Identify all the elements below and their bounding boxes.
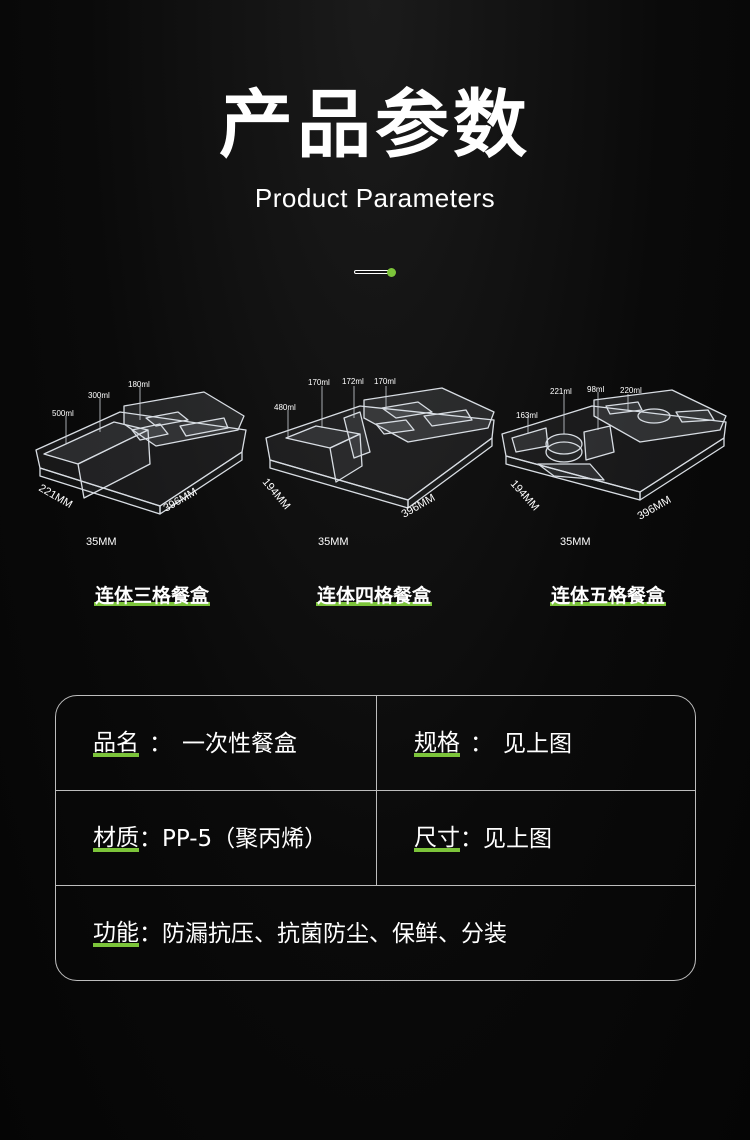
spec-specification: 规格 ： 见上图: [414, 696, 572, 791]
product-name-label: 连体四格餐盒: [315, 585, 432, 607]
product-image-five-compartment: 163ml 221ml 98ml 220ml 194MM 396MM 35MM: [494, 372, 734, 552]
capacity-label: 172ml: [342, 377, 364, 386]
capacity-label: 480ml: [274, 403, 296, 412]
capacity-label: 163ml: [516, 411, 538, 420]
section-divider: [354, 268, 396, 277]
five-compartment-box-illustration: 163ml 221ml 98ml 220ml 194MM 396MM 35MM: [501, 385, 727, 548]
spec-separator: ：: [139, 920, 162, 947]
capacity-label: 300ml: [88, 391, 110, 400]
dimension-width: 221MM: [37, 482, 75, 511]
capacity-label: 500ml: [52, 409, 74, 418]
spec-label: 品名: [93, 727, 139, 760]
spec-material: 材质 ： PP-5（聚丙烯）: [93, 791, 327, 886]
table-divider: [376, 696, 377, 886]
spec-label: 材质: [93, 822, 139, 855]
dimension-width: 194MM: [260, 476, 293, 512]
capacity-label: 170ml: [308, 378, 330, 387]
spec-function: 功能 ： 防漏抗压、抗菌防尘、保鲜、分装: [93, 886, 507, 981]
product-image-three-compartment: 500ml 300ml 180ml 221MM 396MM 35MM: [28, 372, 268, 552]
capacity-label: 220ml: [620, 386, 642, 395]
spec-separator: ：: [139, 825, 162, 852]
table-divider: [56, 790, 695, 791]
product-name-four-compartment: 连体四格餐盒: [254, 582, 494, 610]
dimension-width: 194MM: [508, 478, 541, 513]
product-name-five-compartment: 连体五格餐盒: [488, 582, 728, 610]
spec-table: 品名 ： 一次性餐盒 规格 ： 见上图 材质 ： PP-5（聚丙烯） 尺寸 ： …: [55, 695, 696, 981]
capacity-label: 180ml: [128, 380, 150, 389]
page-title: 产品参数: [219, 82, 531, 168]
capacity-label: 221ml: [550, 387, 572, 396]
product-name-three-compartment: 连体三格餐盒: [32, 582, 272, 610]
product-name-label: 连体三格餐盒: [93, 585, 210, 607]
page-subtitle: Product Parameters: [254, 183, 496, 213]
dimension-height: 35MM: [318, 536, 349, 548]
capacity-label: 170ml: [374, 377, 396, 386]
spec-separator: ：: [149, 730, 172, 757]
four-compartment-box-illustration: 480ml 170ml 172ml 170ml 194MM 396MM 35MM: [260, 377, 495, 548]
spec-value: 见上图: [503, 730, 572, 757]
three-compartment-box-illustration: 500ml 300ml 180ml 221MM 396MM 35MM: [35, 380, 247, 548]
spec-separator: ：: [460, 825, 483, 852]
spec-value: 一次性餐盒: [182, 730, 297, 757]
spec-value: PP-5（聚丙烯）: [162, 825, 328, 852]
spec-product-name: 品名 ： 一次性餐盒: [93, 696, 297, 791]
spec-value: 见上图: [483, 825, 552, 852]
spec-label: 尺寸: [414, 822, 460, 855]
capacity-label: 98ml: [587, 385, 605, 394]
spec-separator: ：: [470, 730, 493, 757]
spec-size: 尺寸 ： 见上图: [414, 791, 552, 886]
table-divider: [56, 885, 695, 886]
product-image-four-compartment: 480ml 170ml 172ml 170ml 194MM 396MM 35MM: [256, 372, 496, 552]
product-name-label: 连体五格餐盒: [549, 585, 666, 607]
divider-dot: [387, 268, 396, 277]
spec-label: 规格: [414, 727, 460, 760]
dimension-height: 35MM: [560, 536, 591, 548]
spec-label: 功能: [93, 917, 139, 950]
spec-value: 防漏抗压、抗菌防尘、保鲜、分装: [162, 920, 507, 947]
dimension-height: 35MM: [86, 536, 117, 548]
